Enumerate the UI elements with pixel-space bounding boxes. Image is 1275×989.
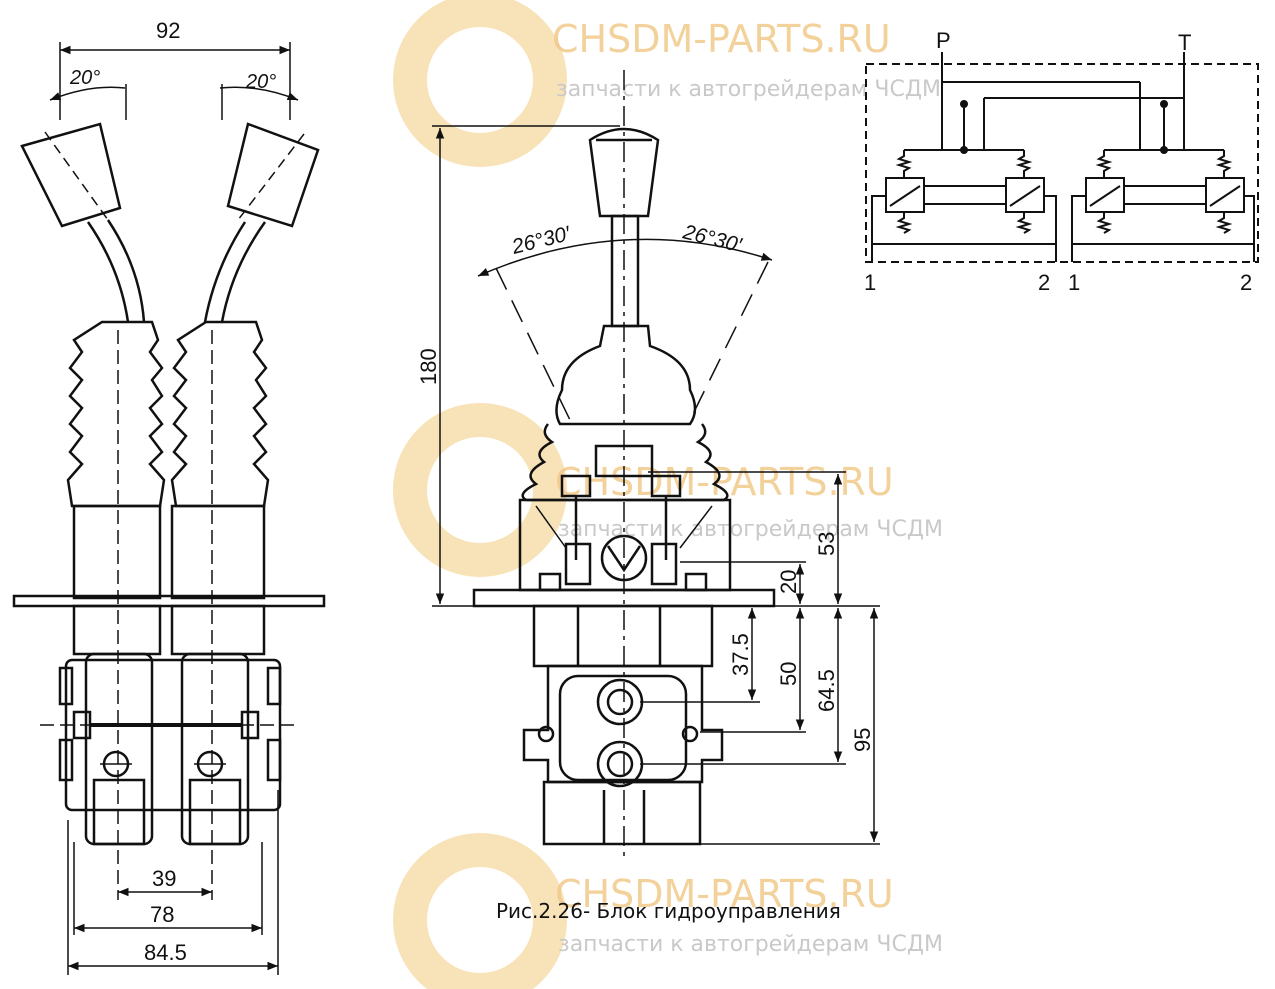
angle-right-26-30: 26°30′ (680, 220, 745, 257)
watermark-subtitle: запчасти к автогрейдерам ЧСДМ (558, 932, 943, 957)
angle-right-20: 20° (245, 71, 276, 93)
left-view (12, 42, 326, 975)
port-p: P (936, 28, 951, 53)
watermark-title: CHSDM-PARTS.RU (552, 17, 891, 61)
watermark-subtitle: запчасти к автогрейдерам ЧСДМ (556, 77, 941, 102)
watermark-top: CHSDM-PARTS.RU запчасти к автогрейдерам … (552, 17, 941, 102)
dim-180: 180 (416, 348, 441, 385)
dim-84-5: 84.5 (144, 940, 187, 965)
port-right-1: 1 (1068, 270, 1080, 295)
port-left-2: 2 (1038, 270, 1050, 295)
center-view (432, 70, 880, 860)
dim-37-5: 37.5 (728, 633, 753, 676)
dim-78: 78 (150, 902, 174, 927)
dim-64-5: 64.5 (814, 669, 839, 712)
schematic-labels: P T 1 2 1 2 (864, 28, 1252, 295)
dim-92: 92 (156, 18, 180, 43)
watermark-gears (393, 0, 567, 989)
watermark-bottom: CHSDM-PARTS.RU запчасти к автогрейдерам … (555, 872, 943, 957)
angle-left-20: 20° (69, 67, 100, 89)
left-view-labels: 92 20° 20° 39 78 84.5 (69, 18, 276, 965)
figure-caption: Рис.2.26- Блок гидроуправления (496, 899, 841, 923)
dim-53: 53 (814, 532, 839, 556)
port-left-1: 1 (864, 270, 876, 295)
port-right-2: 2 (1240, 270, 1252, 295)
dim-39: 39 (152, 866, 176, 891)
watermark-title: CHSDM-PARTS.RU (555, 460, 894, 504)
dim-20: 20 (776, 570, 801, 594)
dim-50: 50 (776, 662, 801, 686)
watermark-subtitle: запчасти к автогрейдерам ЧСДМ (558, 517, 943, 542)
port-t: T (1178, 30, 1191, 55)
watermark-title: CHSDM-PARTS.RU (555, 872, 894, 916)
hydraulic-schematic (865, 52, 1259, 263)
dim-95: 95 (850, 728, 875, 752)
